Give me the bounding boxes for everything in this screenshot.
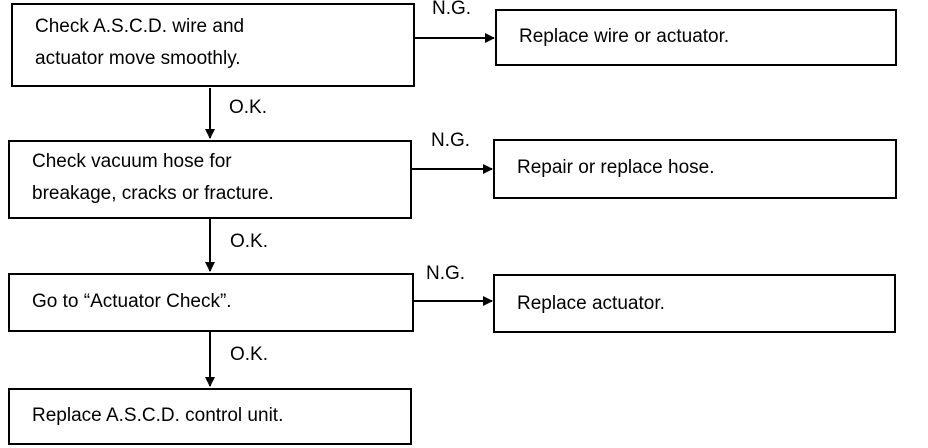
step-box-2: Check vacuum hose for breakage, cracks o… <box>8 140 412 219</box>
failure-box-1: Replace wire or actuator. <box>495 9 897 66</box>
step-box-3: Go to “Actuator Check”. <box>8 273 414 332</box>
step-1-line-1: Check A.S.C.D. wire and <box>35 16 245 37</box>
step-1-line-2: actuator move smoothly. <box>35 48 241 69</box>
failure-box-2: Repair or replace hose. <box>493 139 897 199</box>
failure-box-3: Replace actuator. <box>493 274 896 333</box>
ok-label-2: O.K. <box>230 231 269 252</box>
step-3-line-1: Go to “Actuator Check”. <box>32 291 232 312</box>
step-box-4: Replace A.S.C.D. control unit. <box>8 388 412 445</box>
step-4-line-1: Replace A.S.C.D. control unit. <box>32 405 284 426</box>
ok-label-1: O.K. <box>229 97 268 118</box>
ok-label-3: O.K. <box>230 344 269 365</box>
step-box-1: Check A.S.C.D. wire and actuator move sm… <box>11 3 415 87</box>
ng-label-3: N.G. <box>426 263 466 284</box>
ng-label-2: N.G. <box>431 130 471 151</box>
step-2-line-1: Check vacuum hose for <box>32 151 232 172</box>
failure-3-text: Replace actuator. <box>517 293 665 314</box>
step-2-line-2: breakage, cracks or fracture. <box>32 183 274 204</box>
failure-2-text: Repair or replace hose. <box>517 157 715 178</box>
failure-1-text: Replace wire or actuator. <box>519 26 730 47</box>
ng-label-1: N.G. <box>432 0 472 19</box>
